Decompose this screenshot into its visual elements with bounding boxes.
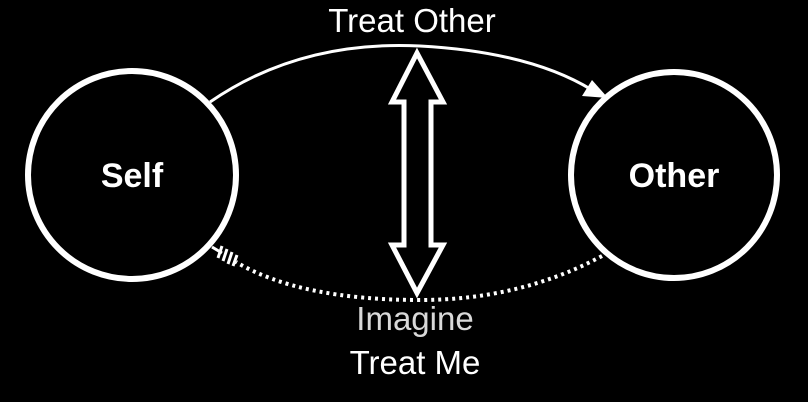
treat-other-label: Treat Other (328, 2, 496, 39)
self-node (25, 68, 239, 282)
other-node (568, 69, 780, 281)
treat-me-label: Treat Me (350, 344, 481, 381)
other-label: Other (629, 157, 720, 195)
double-headed-arrow-icon (387, 47, 448, 299)
treat-other-arrowhead-icon (582, 80, 608, 98)
imagine-label: Imagine (356, 300, 473, 337)
treat-me-arrow (234, 254, 603, 303)
treat-me-arrowhead-icon (211, 245, 239, 267)
treat-other-arrow (209, 44, 593, 104)
self-label: Self (101, 157, 164, 195)
